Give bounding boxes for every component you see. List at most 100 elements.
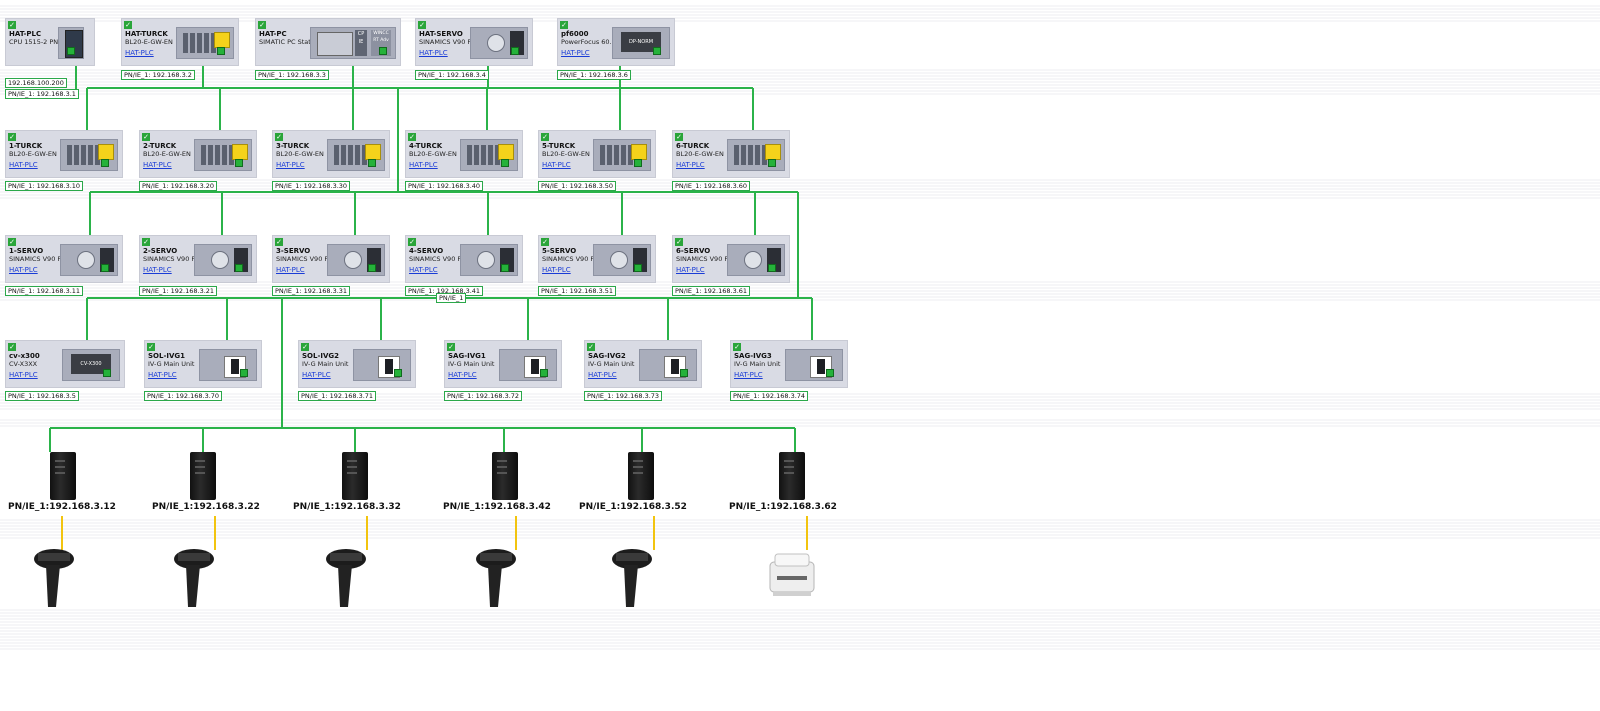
device-plc-link[interactable]: HAT-PLC [9, 161, 38, 169]
interface-label[interactable]: PN/IE_1: 192.168.3.20 [139, 181, 218, 191]
device-plc-link[interactable]: HAT-PLC [542, 266, 571, 274]
device-plc-link[interactable]: HAT-PLC [409, 161, 438, 169]
barcode-scanner-icon[interactable] [30, 547, 78, 611]
interface-label[interactable]: PN/IE_1: 192.168.3.31 [272, 286, 351, 296]
industrial-pc-icon[interactable] [50, 452, 76, 500]
interface-label[interactable]: PN/IE_1: 192.168.3.2 [121, 70, 195, 80]
interface-label[interactable]: PN/IE_1: 192.168.3.21 [139, 286, 218, 296]
device-plc-link[interactable]: HAT-PLC [561, 49, 590, 57]
ethernet-port-icon[interactable] [511, 47, 519, 55]
interface-label[interactable]: PN/IE_1: 192.168.3.1 [5, 89, 79, 99]
device-plc-link[interactable]: HAT-PLC [734, 371, 763, 379]
ethernet-port-icon[interactable] [368, 264, 376, 272]
industrial-pc-icon[interactable] [342, 452, 368, 500]
device-plc-link[interactable]: HAT-PLC [9, 266, 38, 274]
ethernet-port-icon[interactable] [634, 159, 642, 167]
interface-label[interactable]: PN/IE_1: 192.168.3.51 [538, 286, 617, 296]
device-plc-link[interactable]: HAT-PLC [148, 371, 177, 379]
interface-label[interactable]: PN/IE_1: 192.168.3.61 [672, 286, 751, 296]
ethernet-port-icon[interactable] [826, 369, 834, 377]
interface-label[interactable]: PN/IE_1: 192.168.3.5 [5, 391, 79, 401]
device-plc-link[interactable]: HAT-PLC [9, 371, 38, 379]
interface-label[interactable]: PN/IE_1: 192.168.3.30 [272, 181, 351, 191]
interface-label[interactable]: PN/IE_1: 192.168.3.73 [584, 391, 663, 401]
industrial-pc-icon[interactable] [779, 452, 805, 500]
ethernet-port-icon[interactable] [235, 264, 243, 272]
ethernet-port-icon[interactable] [235, 159, 243, 167]
ethernet-port-icon[interactable] [394, 369, 402, 377]
interface-label[interactable]: PN/IE_1: 192.168.3.10 [5, 181, 84, 191]
ethernet-port-icon[interactable] [240, 369, 248, 377]
ethernet-port-icon[interactable] [653, 47, 661, 55]
device-plc-link[interactable]: HAT-PLC [419, 49, 448, 57]
interface-label[interactable]: PN/IE_1: 192.168.3.72 [444, 391, 523, 401]
ethernet-port-icon[interactable] [101, 264, 109, 272]
ethernet-port-icon[interactable] [634, 264, 642, 272]
interface-label[interactable]: PN/IE_1: 192.168.3.4 [415, 70, 489, 80]
label-printer-icon[interactable] [767, 552, 817, 600]
ethernet-port-icon[interactable] [379, 47, 387, 55]
device-plc-link[interactable]: HAT-PLC [302, 371, 331, 379]
interface-label[interactable]: PN/IE_1: 192.168.3.71 [298, 391, 377, 401]
device-plc-link[interactable]: HAT-PLC [676, 266, 705, 274]
ethernet-port-icon[interactable] [101, 159, 109, 167]
ethernet-port-icon[interactable] [217, 47, 225, 55]
ethernet-port-icon[interactable] [768, 159, 776, 167]
interface-label[interactable]: PN/IE_1: 192.168.3.6 [557, 70, 631, 80]
ethernet-port-icon[interactable] [540, 369, 548, 377]
industrial-pc-icon[interactable] [190, 452, 216, 500]
interface-label[interactable]: PN/IE_1: 192.168.3.60 [672, 181, 751, 191]
interface-label[interactable]: PN/IE_1: 192.168.3.50 [538, 181, 617, 191]
device-plc-link[interactable]: HAT-PLC [588, 371, 617, 379]
industrial-pc-icon[interactable] [628, 452, 654, 500]
interface-label[interactable]: PN/IE_1: 192.168.3.70 [144, 391, 223, 401]
barcode-scanner-icon[interactable] [322, 547, 370, 611]
device-plc-link[interactable]: HAT-PLC [542, 161, 571, 169]
interface-label-secondary[interactable]: 192.168.100.200 [5, 78, 67, 88]
device-plc-link[interactable]: HAT-PLC [276, 266, 305, 274]
barcode-scanner-icon[interactable] [472, 547, 520, 611]
ethernet-port-icon[interactable] [67, 47, 75, 55]
ethernet-port-icon[interactable] [501, 264, 509, 272]
interface-label[interactable]: PN/IE_1: 192.168.3.11 [5, 286, 84, 296]
interface-label[interactable]: PN/IE_1: 192.168.3.74 [730, 391, 809, 401]
device-plc-link[interactable]: HAT-PLC [143, 266, 172, 274]
interface-label[interactable]: PN/IE_1: 192.168.3.3 [255, 70, 329, 80]
device-plc-link[interactable]: HAT-PLC [125, 49, 154, 57]
device-plc-link[interactable]: HAT-PLC [676, 161, 705, 169]
ethernet-port-icon[interactable] [103, 369, 111, 377]
ethernet-port-icon[interactable] [680, 369, 688, 377]
device-plc-link[interactable]: HAT-PLC [448, 371, 477, 379]
device-plc-link[interactable]: HAT-PLC [409, 266, 438, 274]
ethernet-port-icon[interactable] [368, 159, 376, 167]
interface-label[interactable]: PN/IE_1: 192.168.3.40 [405, 181, 484, 191]
barcode-scanner-icon[interactable] [170, 547, 218, 611]
ethernet-port-icon[interactable] [501, 159, 509, 167]
device-plc-link[interactable]: HAT-PLC [143, 161, 172, 169]
barcode-scanner-icon[interactable] [608, 547, 656, 611]
ethernet-port-icon[interactable] [768, 264, 776, 272]
industrial-pc-icon[interactable] [492, 452, 518, 500]
